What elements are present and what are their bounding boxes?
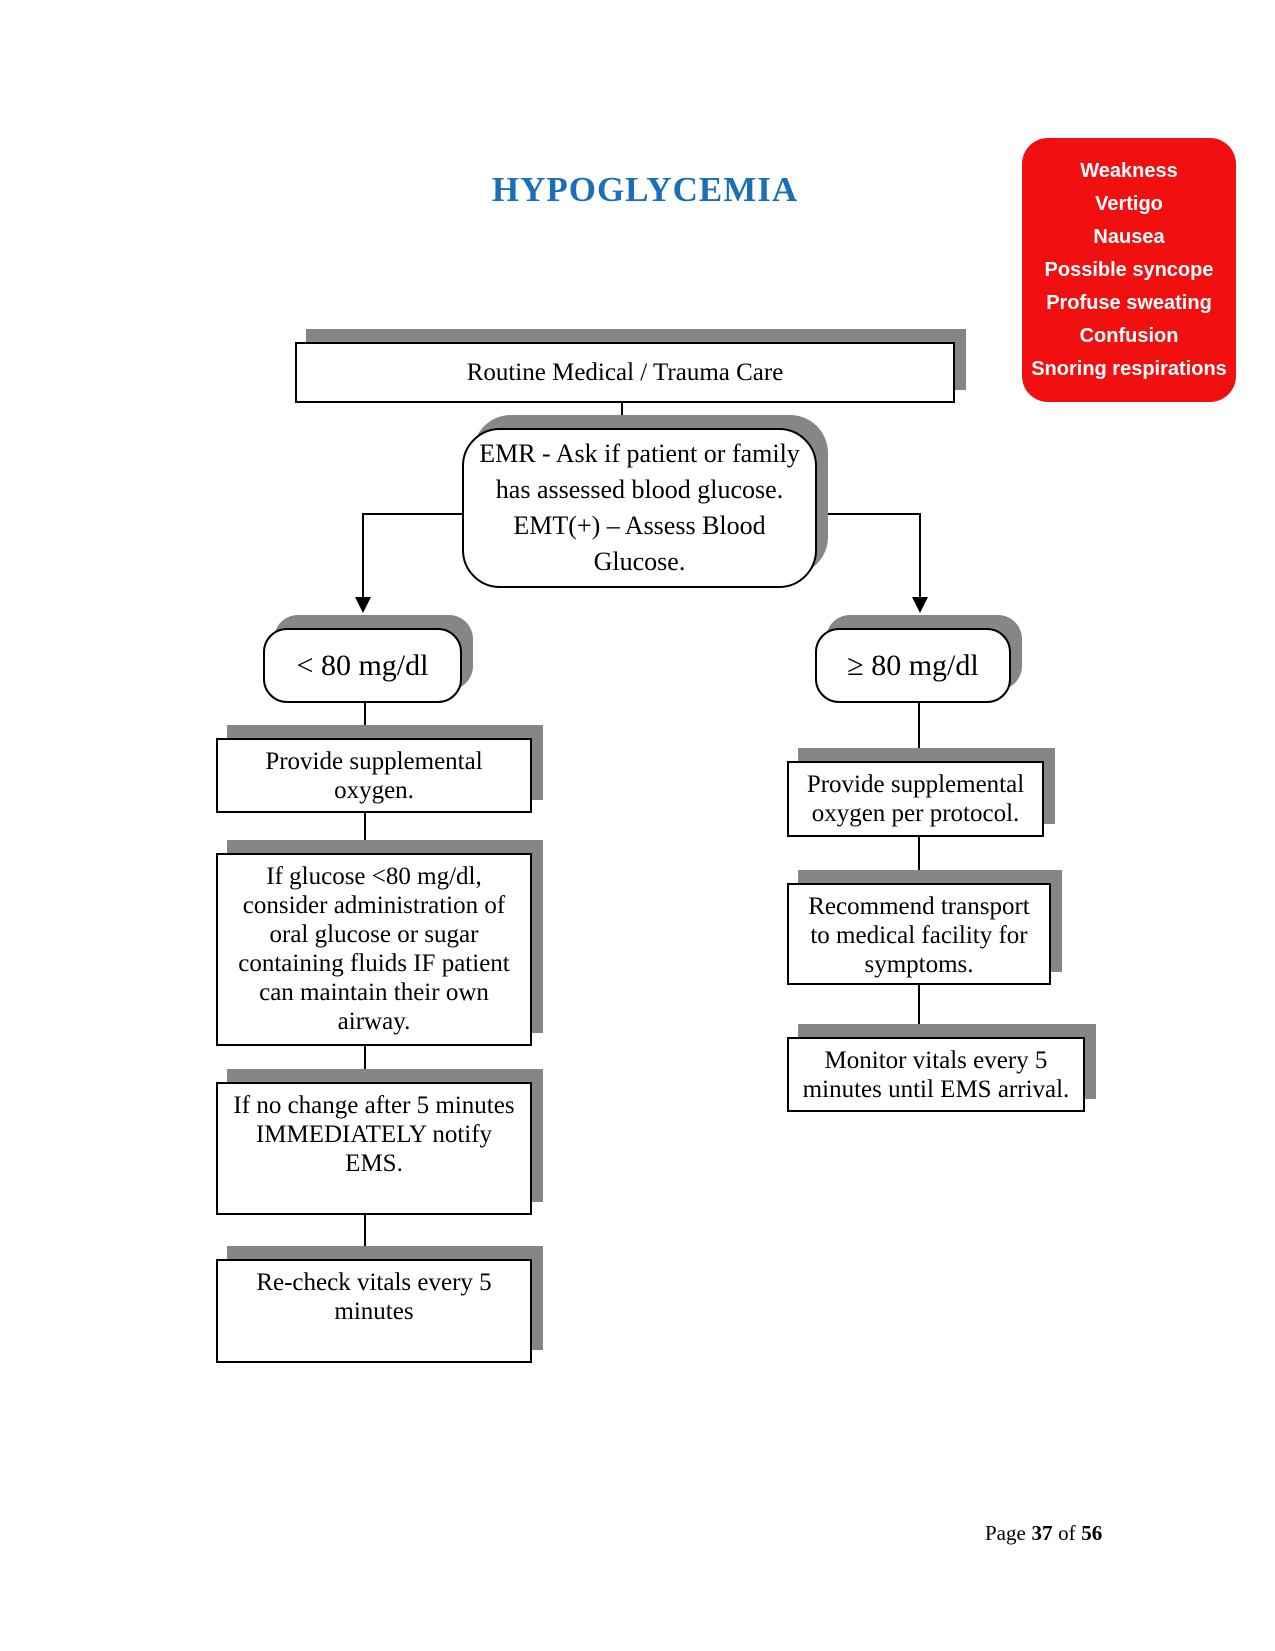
symptom-item: Profuse sweating — [1046, 291, 1212, 314]
connector-low-1 — [364, 703, 366, 738]
page-title: HYPOGLYCEMIA — [491, 170, 799, 209]
connector-right-vertical — [919, 513, 921, 597]
symptom-item: Weakness — [1080, 159, 1178, 182]
flow-box-low-step-recheck-vitals: Re-check vitals every 5 minutes — [216, 1259, 532, 1363]
connector-low-3 — [364, 1046, 366, 1082]
connector-low-2 — [364, 813, 366, 853]
connector-high-2 — [918, 837, 920, 883]
flow-box-low-step-notify-ems: If no change after 5 minutes IMMEDIATELY… — [216, 1082, 532, 1215]
symptom-item: Possible syncope — [1044, 258, 1214, 281]
symptom-item: Snoring respirations — [1031, 357, 1227, 380]
symptom-item: Nausea — [1093, 225, 1165, 248]
connector-left-vertical — [362, 513, 364, 597]
flow-box-high-step-monitor-vitals: Monitor vitals every 5 minutes until EMS… — [787, 1037, 1085, 1112]
flow-box-low-step-oxygen: Provide supplemental oxygen. — [216, 738, 532, 813]
connector-high-3 — [918, 985, 920, 1037]
flow-box-low-glucose-label: < 80 mg/dl — [263, 628, 462, 703]
symptom-item: Vertigo — [1095, 192, 1163, 215]
flow-box-high-step-recommend-transport: Recommend transport to medical facility … — [787, 883, 1051, 985]
flow-box-assess-glucose: EMR - Ask if patient or family has asses… — [462, 428, 817, 588]
connector-root-to-assess — [621, 403, 623, 429]
footer-page-label: Page — [985, 1521, 1026, 1545]
footer-page-total: 56 — [1081, 1521, 1103, 1545]
footer-of-label: of — [1058, 1521, 1076, 1545]
footer-page-number: 37 — [1031, 1521, 1053, 1545]
flow-box-routine-care: Routine Medical / Trauma Care — [295, 342, 955, 403]
symptom-item: Confusion — [1079, 324, 1179, 347]
arrowhead-down-right-icon — [912, 597, 928, 613]
connector-left-horizontal — [362, 513, 462, 515]
flow-box-high-step-oxygen-protocol: Provide supplemental oxygen per protocol… — [787, 761, 1044, 837]
connector-low-4 — [364, 1215, 366, 1259]
flow-box-low-step-oral-glucose: If glucose <80 mg/dl, consider administr… — [216, 853, 532, 1046]
connector-right-horizontal — [817, 513, 921, 515]
arrowhead-down-left-icon — [355, 597, 371, 613]
flow-box-high-glucose-label: ≥ 80 mg/dl — [815, 628, 1011, 703]
connector-high-1 — [918, 703, 920, 761]
